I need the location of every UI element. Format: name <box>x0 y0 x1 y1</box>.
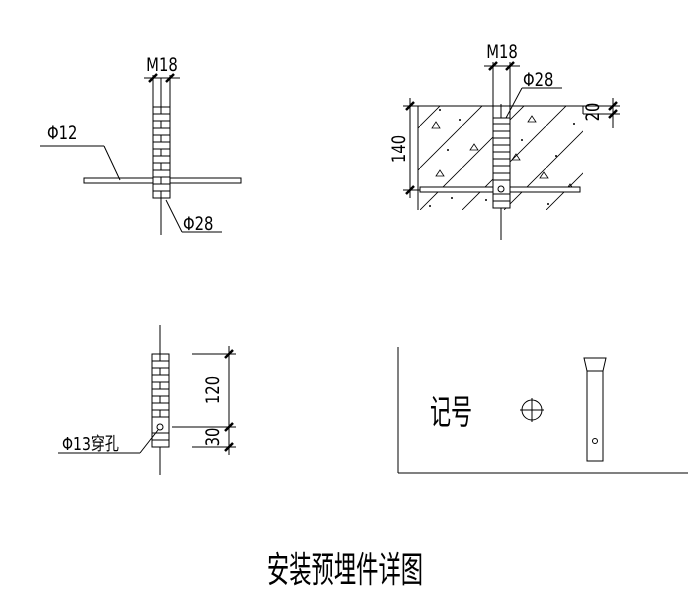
rebar-label: Φ12 <box>47 122 77 144</box>
bolt-label: M18 <box>146 54 178 76</box>
view-top-right: M18 Φ28 140 20 <box>388 41 620 240</box>
view-top-left: M18 Φ12 Φ28 <box>40 54 242 236</box>
view-bottom-left: 120 30 Φ13穿孔 <box>58 325 236 475</box>
top-dim: 20 <box>582 103 604 122</box>
drawing-title: 安装预埋件详图 <box>267 550 423 592</box>
hole-label: Φ13穿孔 <box>62 433 119 454</box>
tube-label: Φ28 <box>523 69 553 91</box>
dim-lower: 30 <box>202 428 224 447</box>
depth-dim: 140 <box>388 135 410 163</box>
tube-symbol <box>583 357 607 462</box>
embedded-tube <box>152 106 171 199</box>
crosshair-symbol <box>520 398 544 422</box>
embedded-tube <box>492 117 511 209</box>
legend-text: 记号 <box>430 393 472 433</box>
embedded-tube <box>151 353 170 448</box>
bolt-label: M18 <box>486 41 518 63</box>
dim-upper: 120 <box>202 376 224 404</box>
legend-box: 记号 <box>397 347 688 474</box>
tube-label: Φ28 <box>183 213 213 235</box>
